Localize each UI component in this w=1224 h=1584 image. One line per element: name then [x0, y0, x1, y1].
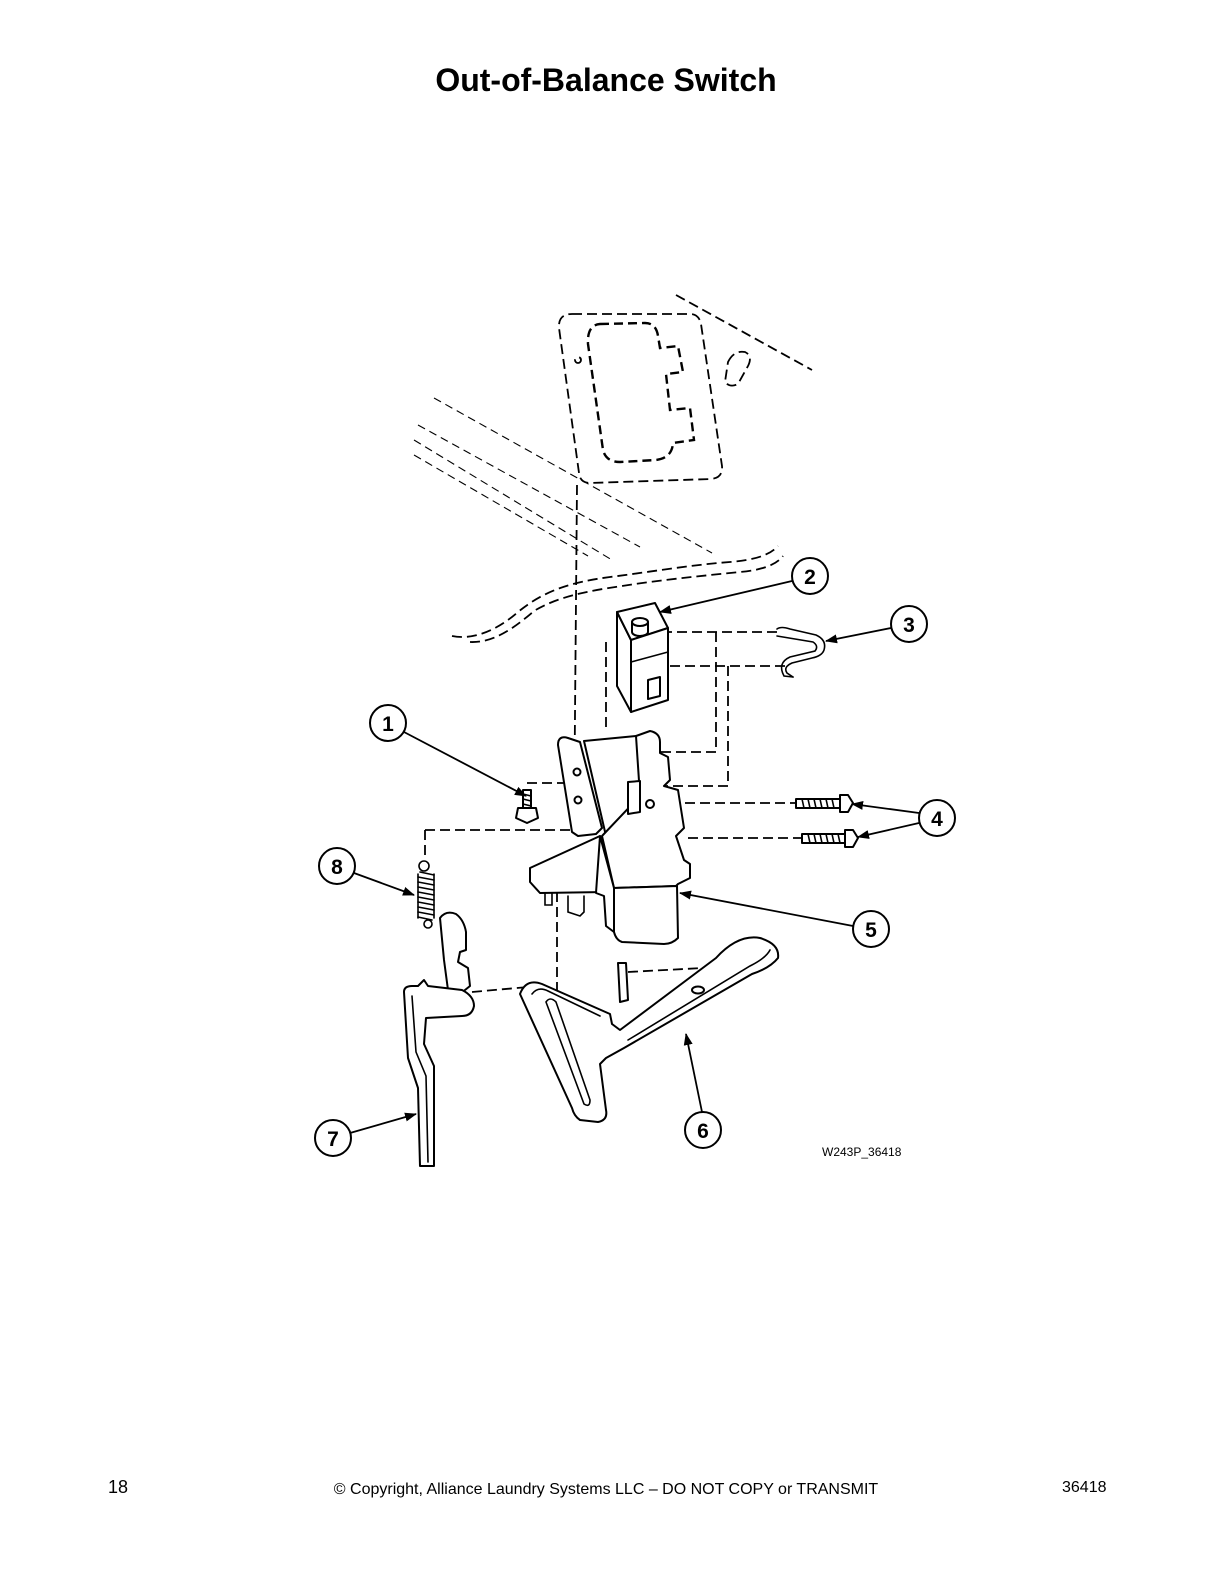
assembly-line	[471, 986, 529, 993]
cabinet-edge-line	[675, 294, 813, 371]
callout-number: 8	[331, 856, 343, 879]
cabinet-panel-hole	[574, 356, 582, 364]
reference-line	[433, 397, 713, 554]
callout-3: 3	[890, 605, 928, 643]
callout-number: 2	[804, 566, 816, 589]
callout-leader-1	[403, 731, 527, 797]
callout-4: 4	[918, 799, 956, 837]
callout-number: 1	[382, 713, 394, 736]
callout-leader-6	[683, 1033, 703, 1113]
tub-edge-wave	[469, 555, 784, 643]
callout-2: 2	[791, 557, 829, 595]
bracket-part	[529, 730, 691, 945]
callout-5: 5	[852, 910, 890, 948]
cabinet-panel-cutout	[586, 321, 696, 464]
clip-part	[776, 626, 826, 678]
callout-number: 3	[903, 614, 915, 637]
assembly-line	[664, 666, 729, 787]
page-title: Out-of-Balance Switch	[435, 62, 777, 98]
reference-line	[413, 439, 613, 561]
copyright-notice: © Copyright, Alliance Laundry Systems LL…	[333, 1481, 879, 1498]
switch-part	[616, 602, 669, 713]
page-number: 18	[108, 1477, 129, 1497]
spring-part	[417, 860, 435, 929]
cabinet-panel-outline	[558, 313, 723, 484]
assembly-line	[660, 632, 717, 753]
cabinet-slot	[724, 350, 751, 387]
document-number: 36418	[1062, 1479, 1107, 1496]
screw-part	[515, 789, 539, 824]
lever-part	[403, 911, 475, 1167]
callout-leader-3	[825, 627, 892, 644]
callout-leader-8	[353, 872, 415, 896]
callout-leader-2	[659, 580, 793, 614]
figure-id: W243P_36418	[822, 1145, 902, 1159]
callout-number: 4	[931, 808, 943, 831]
callout-number: 5	[865, 919, 877, 942]
callout-leader-4a	[851, 801, 920, 814]
callout-7: 7	[314, 1119, 352, 1157]
tub-edge-wave	[451, 545, 779, 638]
callout-8: 8	[318, 847, 356, 885]
callout-1: 1	[369, 704, 407, 742]
reference-line	[413, 454, 589, 557]
callout-number: 6	[697, 1120, 709, 1143]
screw-part-upper	[795, 794, 854, 813]
callout-leader-7	[349, 1112, 417, 1134]
reference-line	[417, 424, 641, 548]
arm-part	[519, 936, 780, 1123]
callout-leader-5	[679, 890, 854, 927]
screw-part-lower	[801, 829, 859, 848]
exploded-parts-diagram: 1 2 3 4 5 6 7 8	[314, 294, 956, 1167]
callout-leader-4b	[857, 822, 920, 839]
callout-6: 6	[684, 1111, 722, 1149]
callout-number: 7	[327, 1128, 339, 1151]
